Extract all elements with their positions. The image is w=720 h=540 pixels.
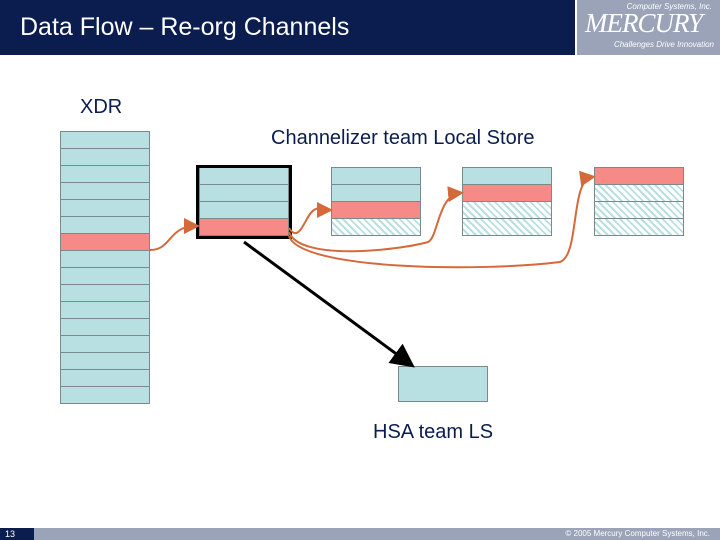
hsa-label: HSA team LS	[373, 421, 494, 443]
local-store-block-2	[331, 167, 421, 236]
xdr-cell	[60, 386, 150, 404]
ls-cell-empty	[331, 218, 421, 236]
flow-arrow-ls-to-hsa	[243, 240, 415, 368]
local-store-block-3	[462, 167, 552, 236]
hsa-local-store	[398, 366, 488, 402]
local-store-block-4	[594, 167, 684, 236]
ls-cell-empty	[594, 218, 684, 236]
mercury-logo: Computer Systems, Inc. MERCURY Challenge…	[577, 0, 720, 55]
copyright-text: © 2005 Mercury Computer Systems, Inc.	[565, 529, 710, 538]
local-store-block-1	[196, 165, 292, 239]
flow-arrow-ls-to-block-3	[288, 186, 464, 253]
channelizer-label: Channelizer team Local Store	[271, 127, 535, 149]
footer-bar: 13 © 2005 Mercury Computer Systems, Inc.	[0, 528, 720, 540]
xdr-memory-stack	[60, 131, 150, 404]
logo-tagline: Challenges Drive Innovation	[613, 40, 714, 49]
logo-company-text: Computer Systems, Inc.	[626, 2, 712, 11]
flow-arrow-xdr-to-ls	[149, 218, 200, 251]
page-number: 13	[0, 528, 34, 540]
slide-title: Data Flow – Re-org Channels	[20, 13, 350, 41]
flow-arrow-ls-to-block-2	[288, 201, 333, 235]
xdr-label: XDR	[80, 96, 123, 118]
title-bar: Data Flow – Re-org Channels	[0, 0, 575, 55]
flow-arrow-ls-to-block-4	[288, 170, 596, 269]
ls-cell-empty	[462, 218, 552, 236]
logo-wordmark: MERCURY	[585, 8, 703, 38]
